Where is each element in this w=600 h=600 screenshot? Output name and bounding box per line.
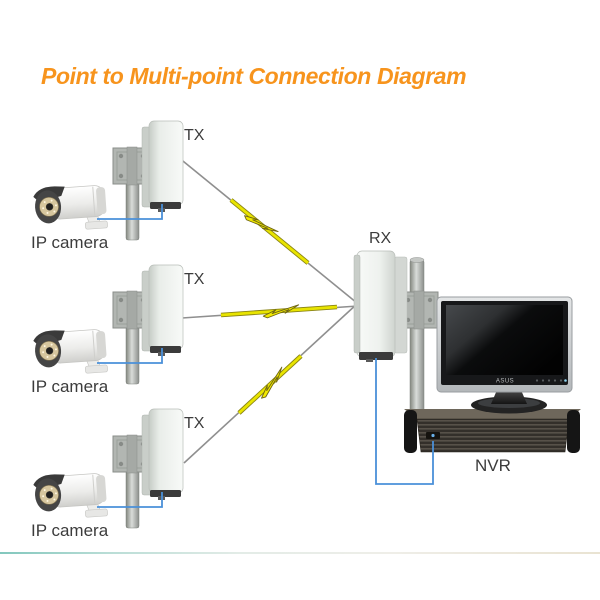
monitor-brand-logo: ASUS [496, 379, 514, 385]
nvr-handle-right [567, 410, 580, 453]
cable-rx-nvr [375, 358, 434, 485]
monitor-screen [446, 305, 563, 375]
tx-station-1 [33, 121, 183, 240]
nvr-front-panel [416, 418, 570, 453]
mounting-pole [409, 259, 425, 419]
footer-divider [0, 552, 600, 554]
tx-station-3 [33, 409, 183, 528]
antenna-connector [359, 352, 393, 360]
tx1-label: TX [184, 127, 205, 144]
rx-station [353, 250, 439, 419]
nvr-unit [404, 409, 581, 453]
rx-antenna-panel [356, 250, 396, 358]
ip-camera3-label: IP camera [31, 521, 109, 540]
monitor: ASUS [436, 296, 573, 414]
cable-camera3-tx3 [97, 492, 163, 508]
nvr-led [431, 433, 435, 438]
cable-camera1-tx1 [97, 204, 163, 220]
tx3-label: TX [184, 415, 205, 432]
cable-camera2-tx2 [97, 348, 163, 364]
rx-label: RX [369, 230, 392, 247]
nvr-top [404, 409, 581, 419]
tx2-label: TX [184, 271, 205, 288]
nvr-handle-left [404, 410, 417, 453]
antenna-back-edge [393, 256, 408, 354]
wireless-links [177, 156, 359, 464]
network-cables [97, 204, 434, 508]
monitor-stand [491, 390, 527, 404]
ip-camera2-label: IP camera [31, 377, 109, 396]
tx-station-2 [33, 265, 183, 384]
ip-camera1-label: IP camera [31, 233, 109, 252]
page-title: Point to Multi-point Connection Diagram [41, 63, 467, 89]
nvr-label: NVR [475, 456, 511, 475]
monitor-power-led [564, 379, 567, 382]
